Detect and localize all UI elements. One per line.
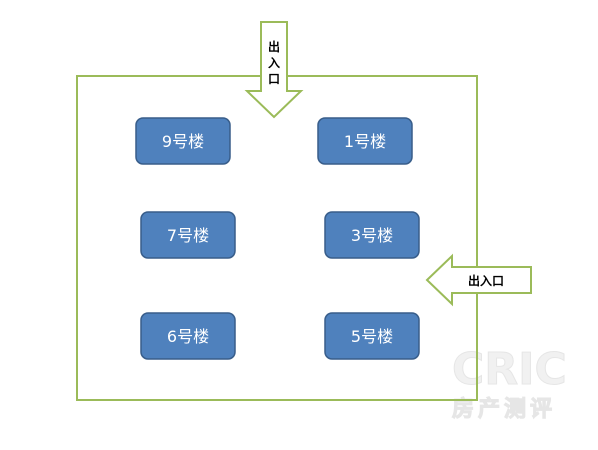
watermark: CRIC 房产测评 <box>452 344 568 423</box>
building-label: 9号楼 <box>162 132 204 151</box>
right-entrance: 出入口 <box>425 253 532 307</box>
arrow-down-icon <box>244 21 304 119</box>
building-9: 9号楼 <box>135 117 231 165</box>
top-entrance-char-3: 口 <box>268 72 280 86</box>
building-5: 5号楼 <box>324 312 420 360</box>
building-1: 1号楼 <box>317 117 413 165</box>
building-label: 7号楼 <box>167 226 209 245</box>
arrow-left-icon <box>425 253 532 307</box>
right-entrance-label: 出入口 <box>468 273 504 288</box>
building-6: 6号楼 <box>140 312 236 360</box>
top-entrance: 出 入 口 <box>244 21 304 119</box>
building-label: 6号楼 <box>167 327 209 346</box>
building-label: 5号楼 <box>351 327 393 346</box>
top-entrance-char-2: 入 <box>268 56 280 70</box>
top-entrance-char-1: 出 <box>268 39 280 54</box>
building-7: 7号楼 <box>140 211 236 259</box>
building-3: 3号楼 <box>324 211 420 259</box>
building-label: 3号楼 <box>351 226 393 245</box>
building-label: 1号楼 <box>344 132 386 151</box>
watermark-brand: CRIC <box>452 344 567 395</box>
